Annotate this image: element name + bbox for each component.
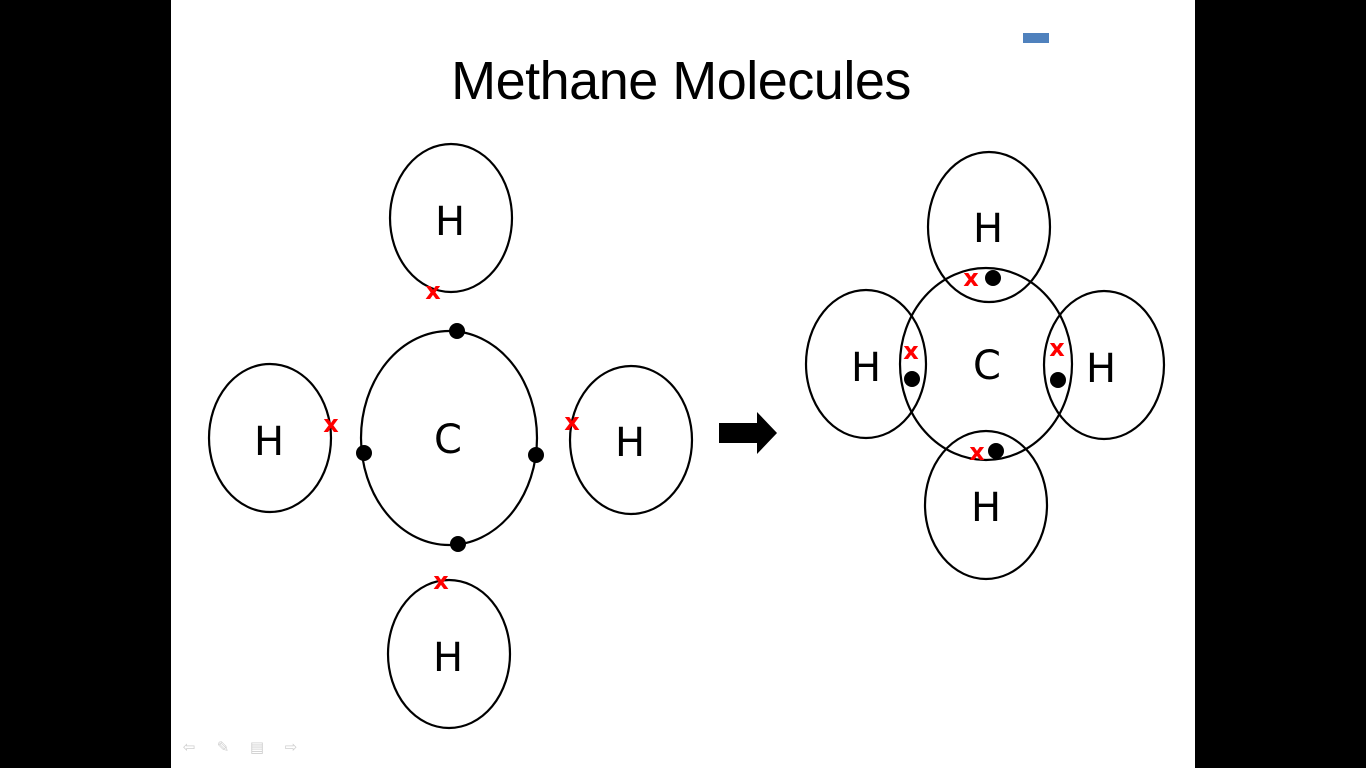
- hydrogen-atom-top: [926, 150, 1052, 304]
- carbon-electron: [1050, 372, 1066, 388]
- hydrogen-atom-left: [804, 288, 928, 440]
- menu-icon[interactable]: ▤: [249, 738, 265, 756]
- carbon-electron: [449, 323, 465, 339]
- carbon-electron: [988, 443, 1004, 459]
- hydrogen-atom-bottom: [923, 429, 1049, 581]
- hydrogen-atom-right: [1042, 289, 1166, 441]
- hydrogen-symbol: H: [973, 206, 1003, 252]
- slide-title: Methane Molecules: [451, 51, 911, 111]
- methane-molecule: C H H H H x x x x: [804, 150, 1166, 581]
- carbon-atom: [898, 266, 1074, 462]
- hydrogen-symbol: H: [971, 485, 1001, 531]
- right-arrow-icon: [719, 412, 777, 454]
- pen-icon[interactable]: ✎: [216, 738, 230, 756]
- hydrogen-electron: x: [969, 438, 985, 466]
- hydrogen-symbol: H: [254, 419, 284, 465]
- hydrogen-atom-bottom: [386, 578, 512, 730]
- hydrogen-electron: x: [963, 264, 979, 292]
- hydrogen-electron: x: [1049, 334, 1065, 362]
- hydrogen-electron: x: [323, 410, 339, 438]
- prev-arrow-icon[interactable]: ⇦: [182, 738, 196, 756]
- hydrogen-electron: x: [433, 567, 449, 595]
- carbon-symbol: C: [434, 417, 462, 463]
- hydrogen-symbol: H: [615, 420, 645, 466]
- hydrogen-symbol: H: [435, 199, 465, 245]
- carbon-electron: [450, 536, 466, 552]
- carbon-electron: [985, 270, 1001, 286]
- hydrogen-symbol: H: [851, 345, 881, 391]
- corner-mark: [1023, 33, 1049, 43]
- hydrogen-atom-left: [207, 362, 333, 514]
- hydrogen-electron: x: [425, 277, 441, 305]
- hydrogen-symbol: H: [433, 635, 463, 681]
- hydrogen-electron: x: [564, 408, 580, 436]
- next-arrow-icon[interactable]: ⇨: [284, 738, 298, 756]
- carbon-electron: [904, 371, 920, 387]
- hydrogen-atom-top: [388, 142, 514, 294]
- slide-nav: ⇦ ✎ ▤ ⇨: [179, 738, 301, 756]
- carbon-electron: [528, 447, 544, 463]
- carbon-electron: [356, 445, 372, 461]
- hydrogen-atom-right: [568, 364, 694, 516]
- methane-diagram: H H H H C x x x x: [207, 142, 1166, 730]
- hydrogen-electron: x: [903, 337, 919, 365]
- separate-atoms: H H H H C x x x x: [207, 142, 694, 730]
- hydrogen-symbol: H: [1086, 346, 1116, 392]
- slide: Methane Molecules H H H H C: [171, 0, 1195, 768]
- carbon-symbol: C: [973, 343, 1001, 389]
